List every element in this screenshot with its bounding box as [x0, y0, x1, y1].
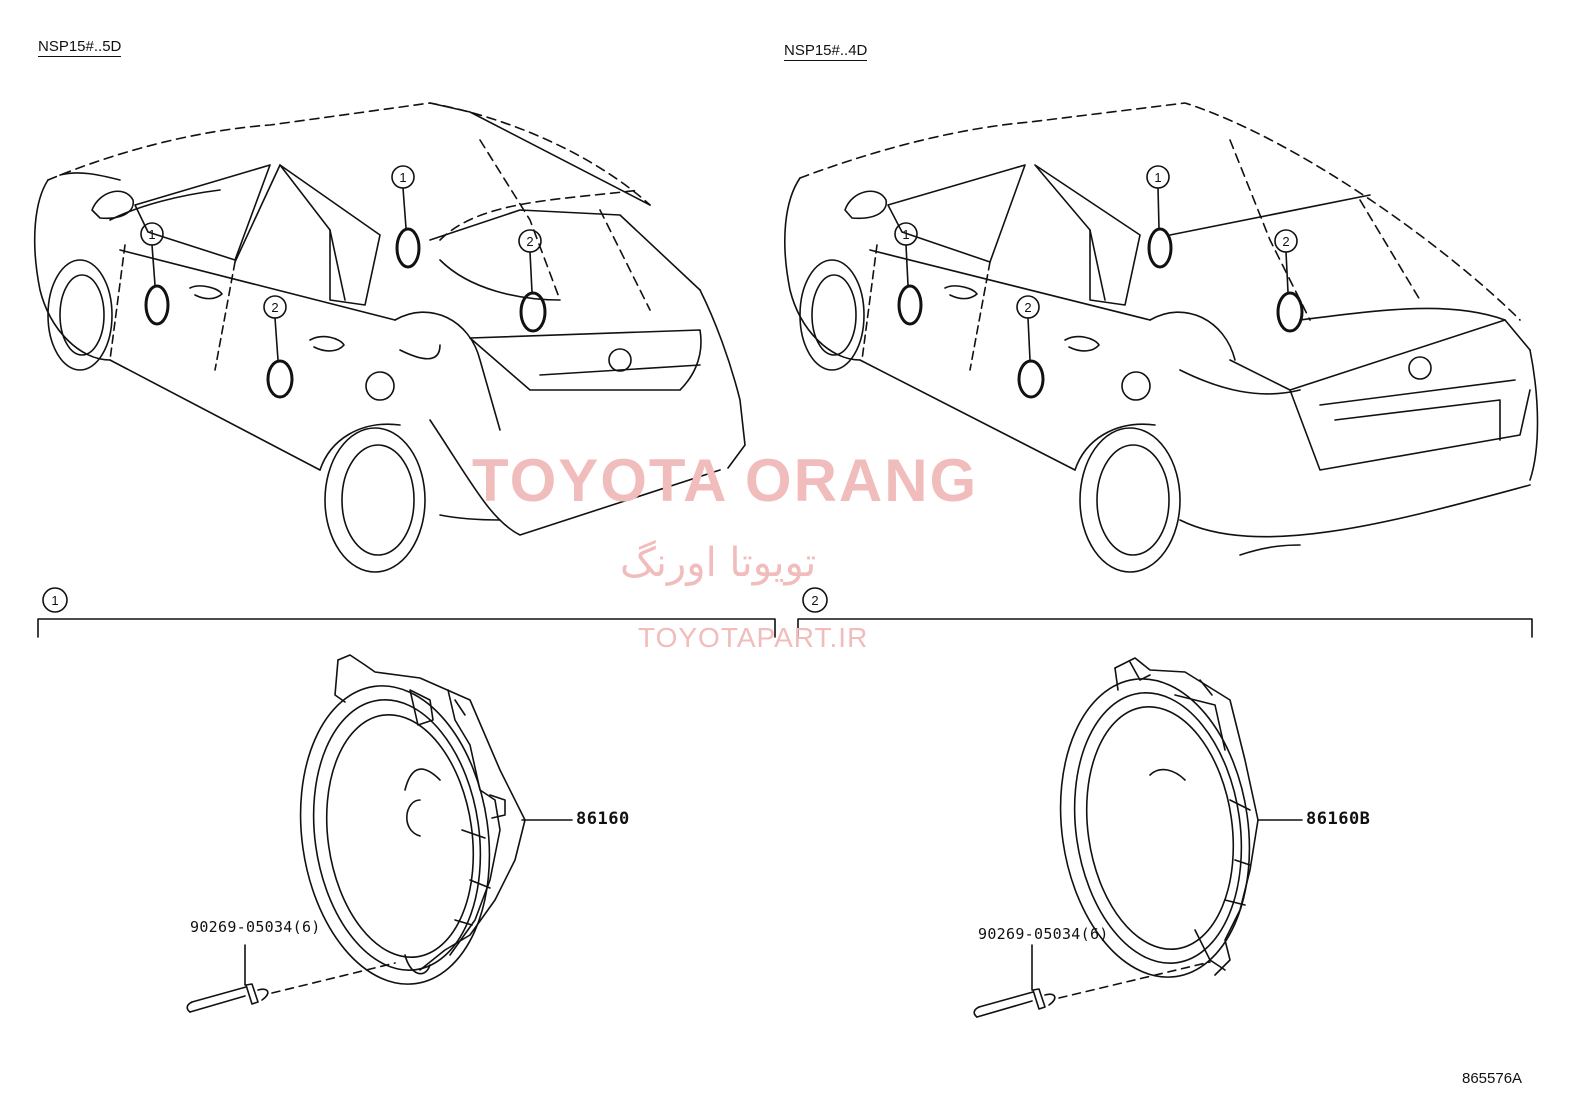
variant-label-5d: NSP15#..5D	[38, 38, 122, 57]
sedan-illustration	[784, 102, 1539, 573]
rivet-right-illustration	[973, 944, 1211, 1018]
speaker-marker	[395, 227, 421, 269]
part-number-rivet-right[interactable]: 90269-05034(6)	[978, 925, 1109, 943]
callout-1-label: 1	[1154, 170, 1161, 185]
speaker-marker	[144, 284, 170, 326]
speaker-marker	[266, 359, 294, 399]
speaker-marker	[1017, 359, 1045, 399]
section-1-callout: 1	[51, 593, 58, 608]
part-number-speaker-left[interactable]: 86160	[576, 809, 630, 829]
callout-2-label: 2	[1282, 234, 1289, 249]
speaker-marker	[1276, 291, 1304, 333]
part-number-speaker-right[interactable]: 86160B	[1306, 809, 1371, 829]
speaker-marker	[897, 284, 923, 326]
callout-2-label: 2	[1024, 300, 1031, 315]
section-bracket-1	[37, 618, 776, 638]
callout-2-label: 2	[271, 300, 278, 315]
watermark-brand: TOYOTA ORANG	[472, 447, 979, 514]
speaker-marker	[1147, 227, 1173, 269]
part-number-rivet-left[interactable]: 90269-05034(6)	[190, 918, 321, 936]
watermark-persian: تویوتا اورنگ	[620, 540, 817, 586]
callout-1-label: 1	[148, 227, 155, 242]
callout-1-label: 1	[399, 170, 406, 185]
hatchback-illustration	[33, 102, 746, 573]
rivet-left-illustration	[186, 944, 396, 1013]
callout-2-label: 2	[526, 234, 533, 249]
section-2-callout: 2	[811, 593, 818, 608]
speaker-86160-illustration	[299, 654, 573, 985]
diagram-reference-code: 865576A	[1462, 1070, 1523, 1087]
speaker-86160B-illustration	[1059, 657, 1303, 978]
watermark-url: TOYOTAPART.IR	[638, 622, 869, 653]
variant-label-4d: NSP15#..4D	[784, 42, 868, 61]
section-bracket-2	[797, 618, 1533, 638]
callout-1-label: 1	[902, 227, 909, 242]
speaker-marker	[519, 291, 547, 333]
